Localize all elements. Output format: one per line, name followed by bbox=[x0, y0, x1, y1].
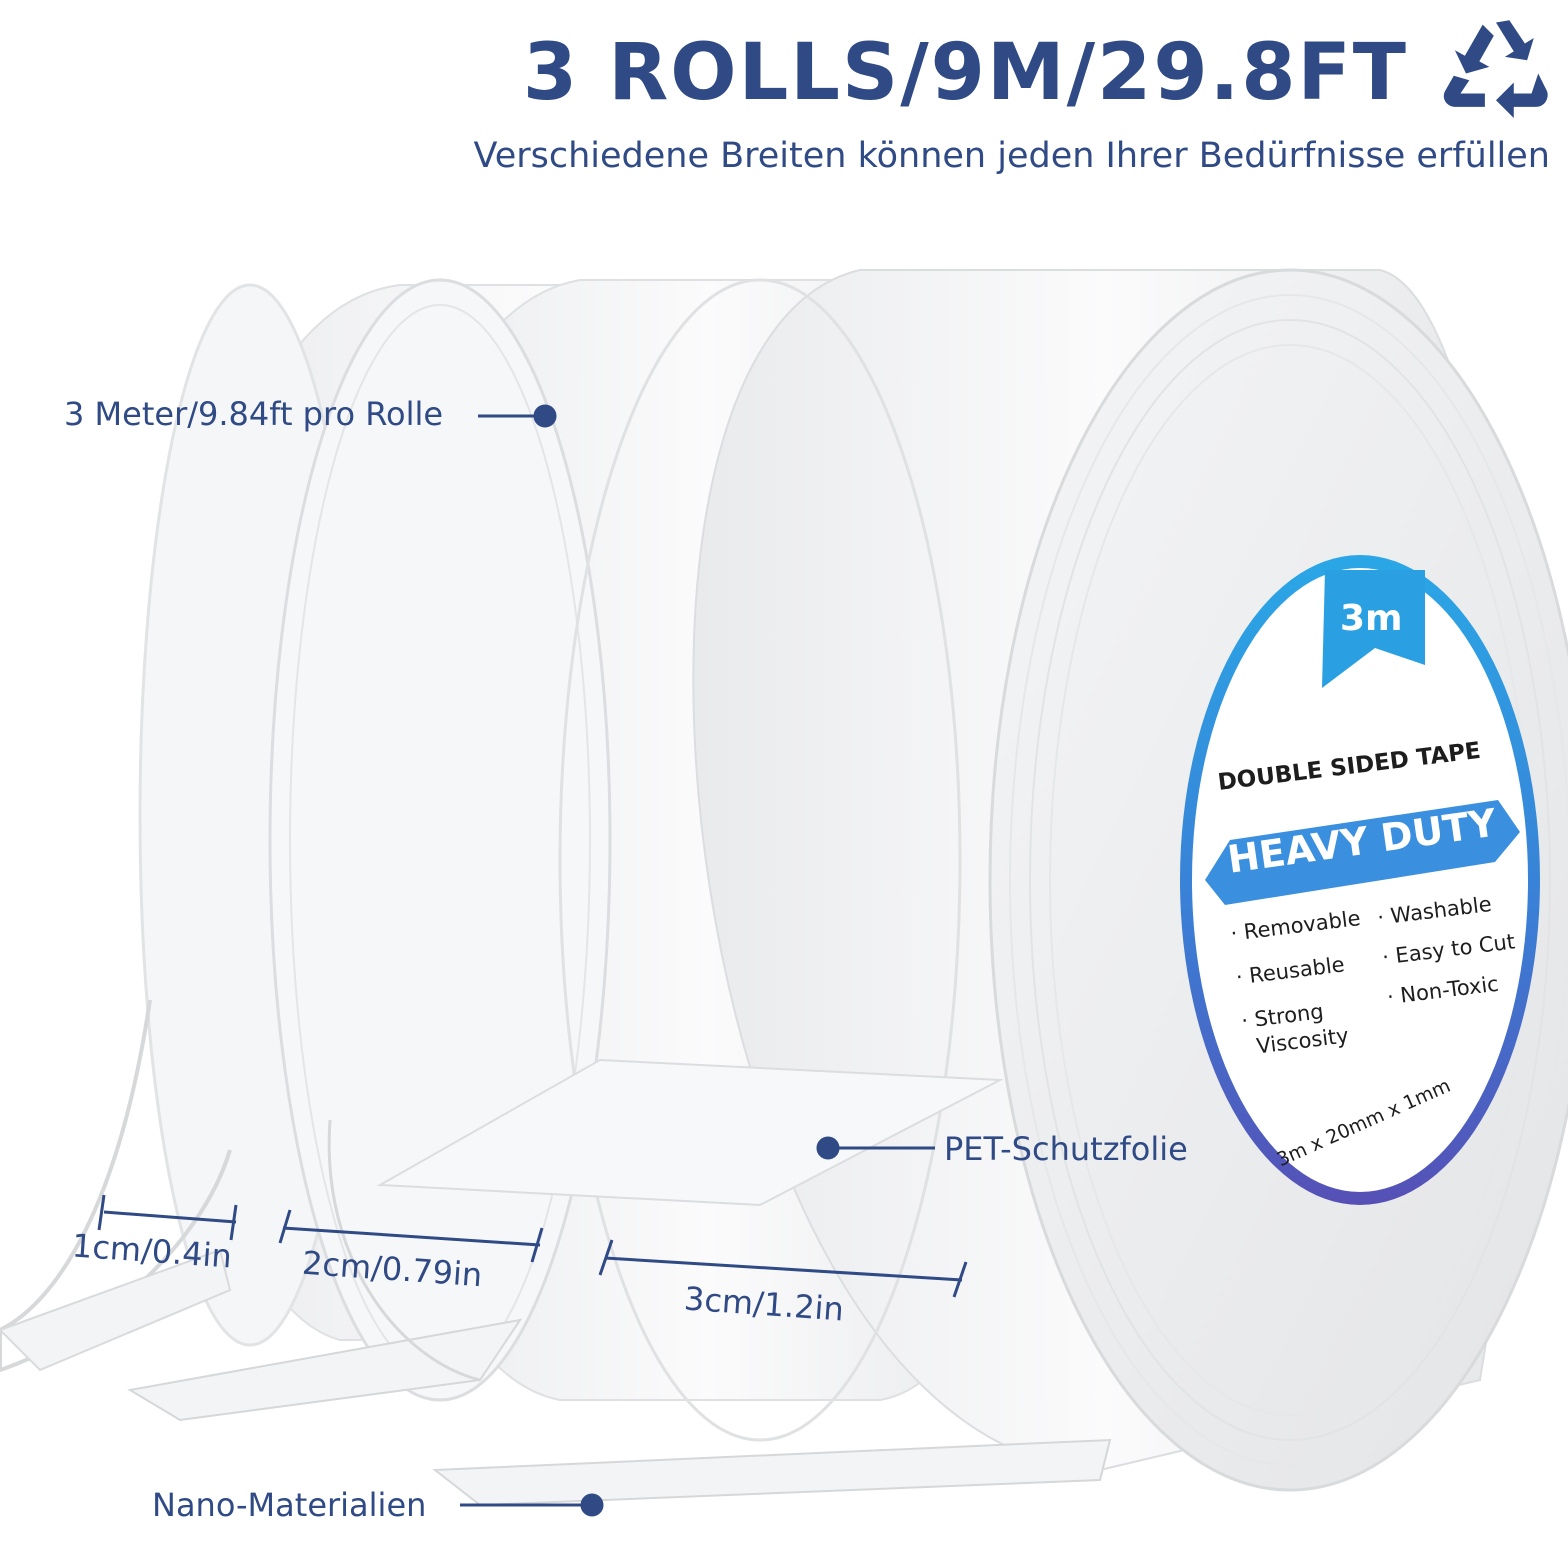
callout-length: 3 Meter/9.84ft pro Rolle bbox=[64, 395, 444, 433]
label-badge: 3m bbox=[1340, 598, 1403, 639]
callout-lines bbox=[460, 404, 935, 1517]
tape-label bbox=[1180, 555, 1540, 1205]
recycle-icon bbox=[1443, 20, 1548, 118]
callout-pet-film: PET-Schutzfolie bbox=[944, 1130, 1188, 1168]
subheadline: Verschiedene Breiten können jeden Ihrer … bbox=[473, 136, 1550, 176]
label-features-left: · Removable · Reusable · Strong Viscosit… bbox=[1228, 896, 1376, 1061]
label-features-right: · Washable · Easy to Cut · Non-Toxic bbox=[1375, 882, 1522, 1017]
dimension-lines bbox=[97, 1194, 968, 1298]
headline: 3 ROLLS/9M/29.8FT bbox=[522, 28, 1408, 118]
callout-nano-material: Nano-Materialien bbox=[152, 1486, 427, 1524]
